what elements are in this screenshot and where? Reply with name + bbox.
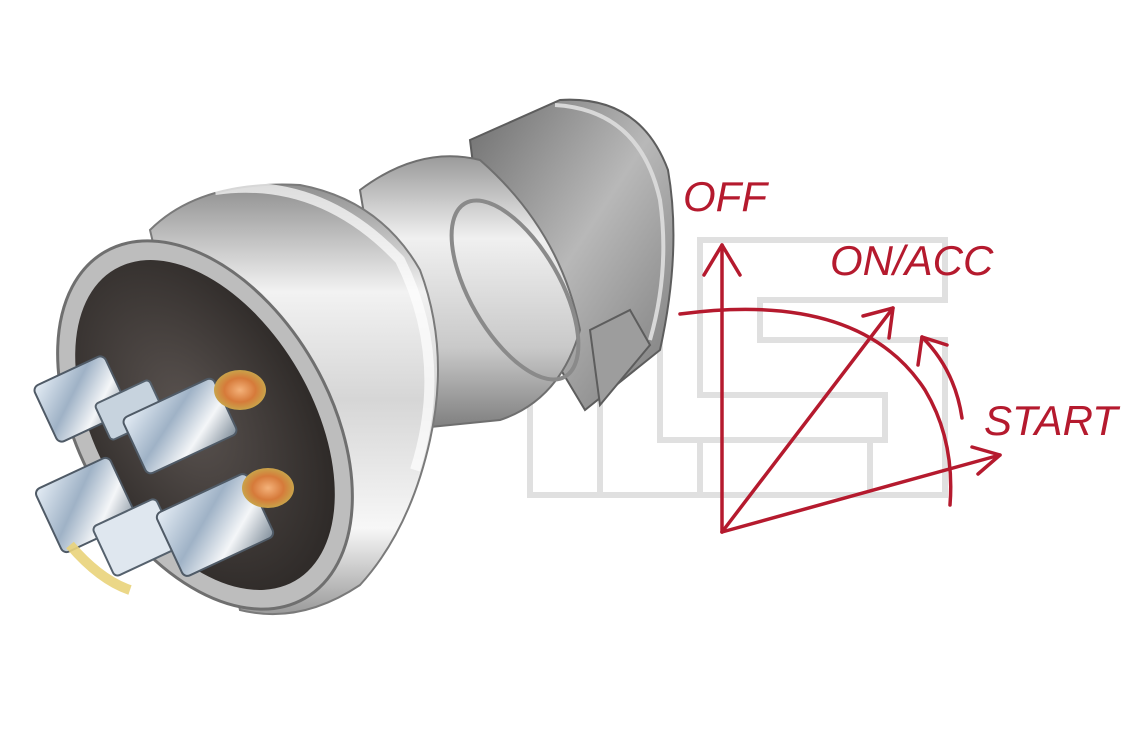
sweep-arc (678, 307, 953, 507)
switch-terminals (33, 355, 294, 595)
terminal-bottom-left (35, 456, 178, 595)
terminal-bottom-right (155, 468, 294, 577)
start-arrow (720, 445, 1002, 534)
position-diagram (678, 243, 1002, 534)
off-arrow (702, 243, 742, 534)
start-label: START (984, 397, 1118, 444)
terminal-top-right (122, 370, 266, 475)
off-label: OFF (683, 173, 767, 220)
switch-knob (468, 98, 675, 412)
on-acc-arrow (720, 306, 895, 534)
on-acc-label: ON/ACC (830, 237, 994, 284)
return-arrow (916, 335, 964, 420)
ignition-switch-photo (33, 98, 675, 616)
